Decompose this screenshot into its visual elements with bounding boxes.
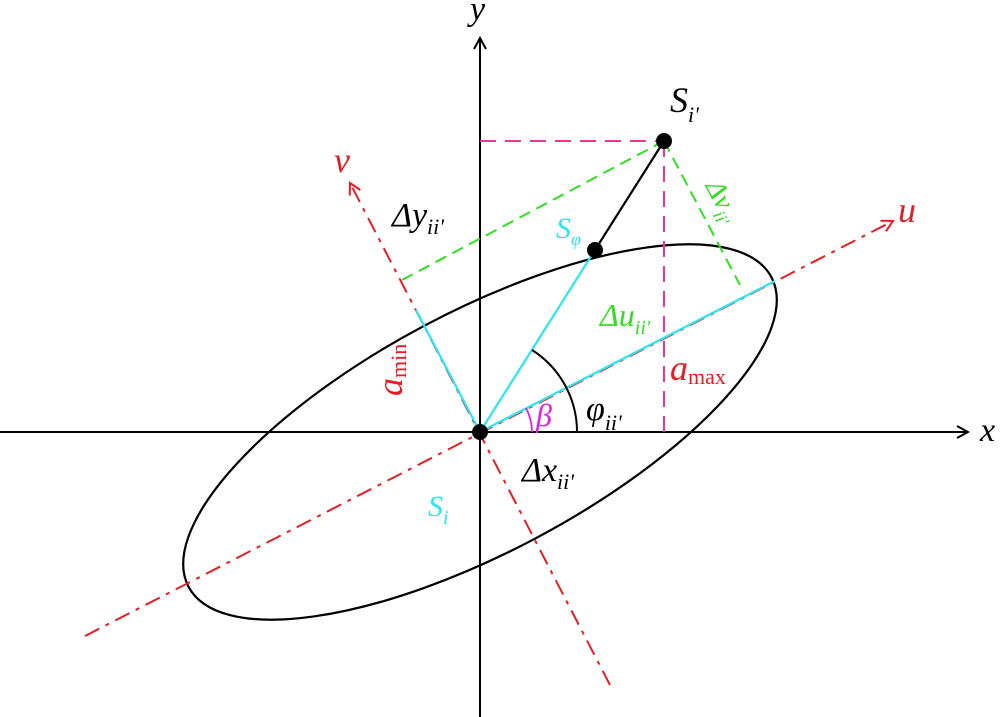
y-axis-label: y — [467, 0, 486, 28]
target-label: Si' — [670, 80, 699, 127]
ellipse-point-label: Sφ — [556, 212, 581, 249]
a-min-label: amin — [370, 344, 411, 396]
delta-v-projection — [663, 140, 741, 286]
target-segment — [594, 140, 665, 251]
a-max-radius — [479, 280, 776, 433]
s-phi-radius — [479, 249, 596, 433]
delta-u-label: Δuii' — [598, 297, 651, 339]
u-axis-label: u — [898, 190, 916, 230]
phi-label: φii' — [586, 391, 622, 435]
delta-y-label: Δyii' — [390, 197, 444, 239]
delta-x-label: Δxii' — [520, 452, 574, 494]
target-point — [656, 133, 672, 149]
origin-point — [472, 424, 488, 440]
delta-v-label: Δvii' — [695, 174, 747, 230]
a-max-label: amax — [670, 348, 726, 389]
phi-angle-arc — [531, 349, 579, 433]
v-axis-label: v — [334, 140, 350, 180]
x-axis-label: x — [979, 412, 995, 449]
beta-label: β — [535, 397, 552, 433]
ellipse-point — [587, 242, 603, 258]
delta-y-projection — [401, 140, 665, 281]
beta-angle-arc — [525, 407, 533, 433]
origin-label: Si — [428, 490, 449, 529]
a-min-radius — [415, 309, 481, 433]
